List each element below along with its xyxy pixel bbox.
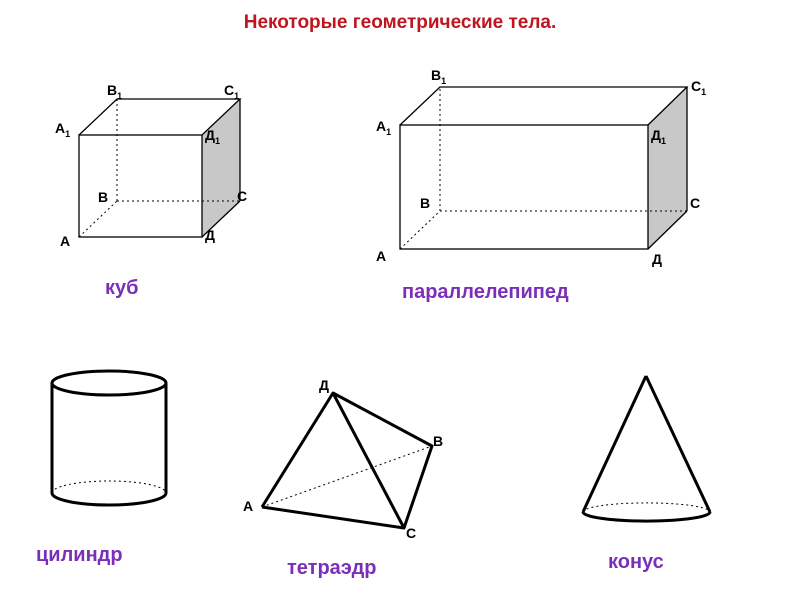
cube-edge-cd: [201, 200, 241, 238]
cube-name: куб: [105, 277, 139, 299]
cube-label-a1: А1: [55, 120, 70, 139]
tetrahedron-hidden-edge-ab: [261, 445, 433, 508]
parallelepiped-label-a1: А1: [376, 118, 391, 137]
cone-left-slant: [581, 375, 648, 513]
cylinder-name: цилиндр: [36, 544, 123, 566]
page-title: Некоторые геометрические тела.: [243, 12, 557, 33]
cube-label-c1: С1: [224, 82, 239, 101]
cone-base-front-arc: [581, 511, 712, 523]
cylinder-bottom-back-arc: [51, 480, 167, 494]
parallelepiped-label-b: В: [420, 195, 430, 211]
tetrahedron-label-c: С: [406, 525, 416, 541]
parallelepiped-name: параллелепипед: [402, 281, 569, 303]
cube-figure: А Д В С А1 В1 С1 Д1: [55, 82, 247, 249]
tetrahedron-name: тетраэдр: [287, 557, 376, 579]
cylinder-bottom-front-arc: [50, 492, 168, 507]
parallelepiped-shaded-face: [648, 87, 687, 249]
tetrahedron-figure: Д В А С: [243, 377, 443, 541]
cylinder-top-ellipse: [50, 369, 168, 397]
cube-label-b1: В1: [107, 82, 122, 101]
parallelepiped-label-d1: Д1: [651, 127, 666, 146]
cube-hidden-edge-ab: [78, 200, 118, 238]
parallelepiped-label-c1: С1: [691, 78, 706, 97]
cube-label-b: В: [98, 189, 108, 205]
parallelepiped-label-a: А: [376, 248, 386, 264]
cube-top-edges: [78, 98, 242, 136]
parallelepiped-label-b1: В1: [431, 67, 446, 86]
parallelepiped-front-face: [399, 124, 649, 250]
tetrahedron-label-b: В: [433, 433, 443, 449]
parallelepiped-label-d: Д: [652, 251, 662, 267]
tetrahedron-outline: [260, 391, 434, 530]
tetrahedron-edge-dc: [331, 392, 406, 529]
parallelepiped-top-edges: [399, 86, 689, 126]
cylinder-figure: [50, 369, 168, 507]
cube-label-c: С: [237, 188, 247, 204]
cube-front-face: [78, 134, 203, 238]
parallelepiped-label-c: С: [690, 195, 700, 211]
cube-label-d1: Д1: [205, 127, 220, 146]
cube-label-a: А: [60, 233, 70, 249]
parallelepiped-edge-cd: [647, 210, 688, 250]
cone-right-slant: [644, 375, 712, 513]
tetrahedron-label-d: Д: [319, 377, 329, 393]
cone-name: конус: [608, 551, 664, 573]
tetrahedron-label-a: А: [243, 498, 253, 514]
cone-figure: [581, 375, 712, 523]
cube-shaded-face: [202, 99, 240, 237]
parallelepiped-figure: А Д В С А1 В1 С1 Д1: [376, 67, 706, 267]
cone-base-back-arc: [582, 502, 711, 513]
cube-label-d: Д: [205, 227, 215, 243]
parallelepiped-hidden-edge-ab: [399, 210, 441, 250]
